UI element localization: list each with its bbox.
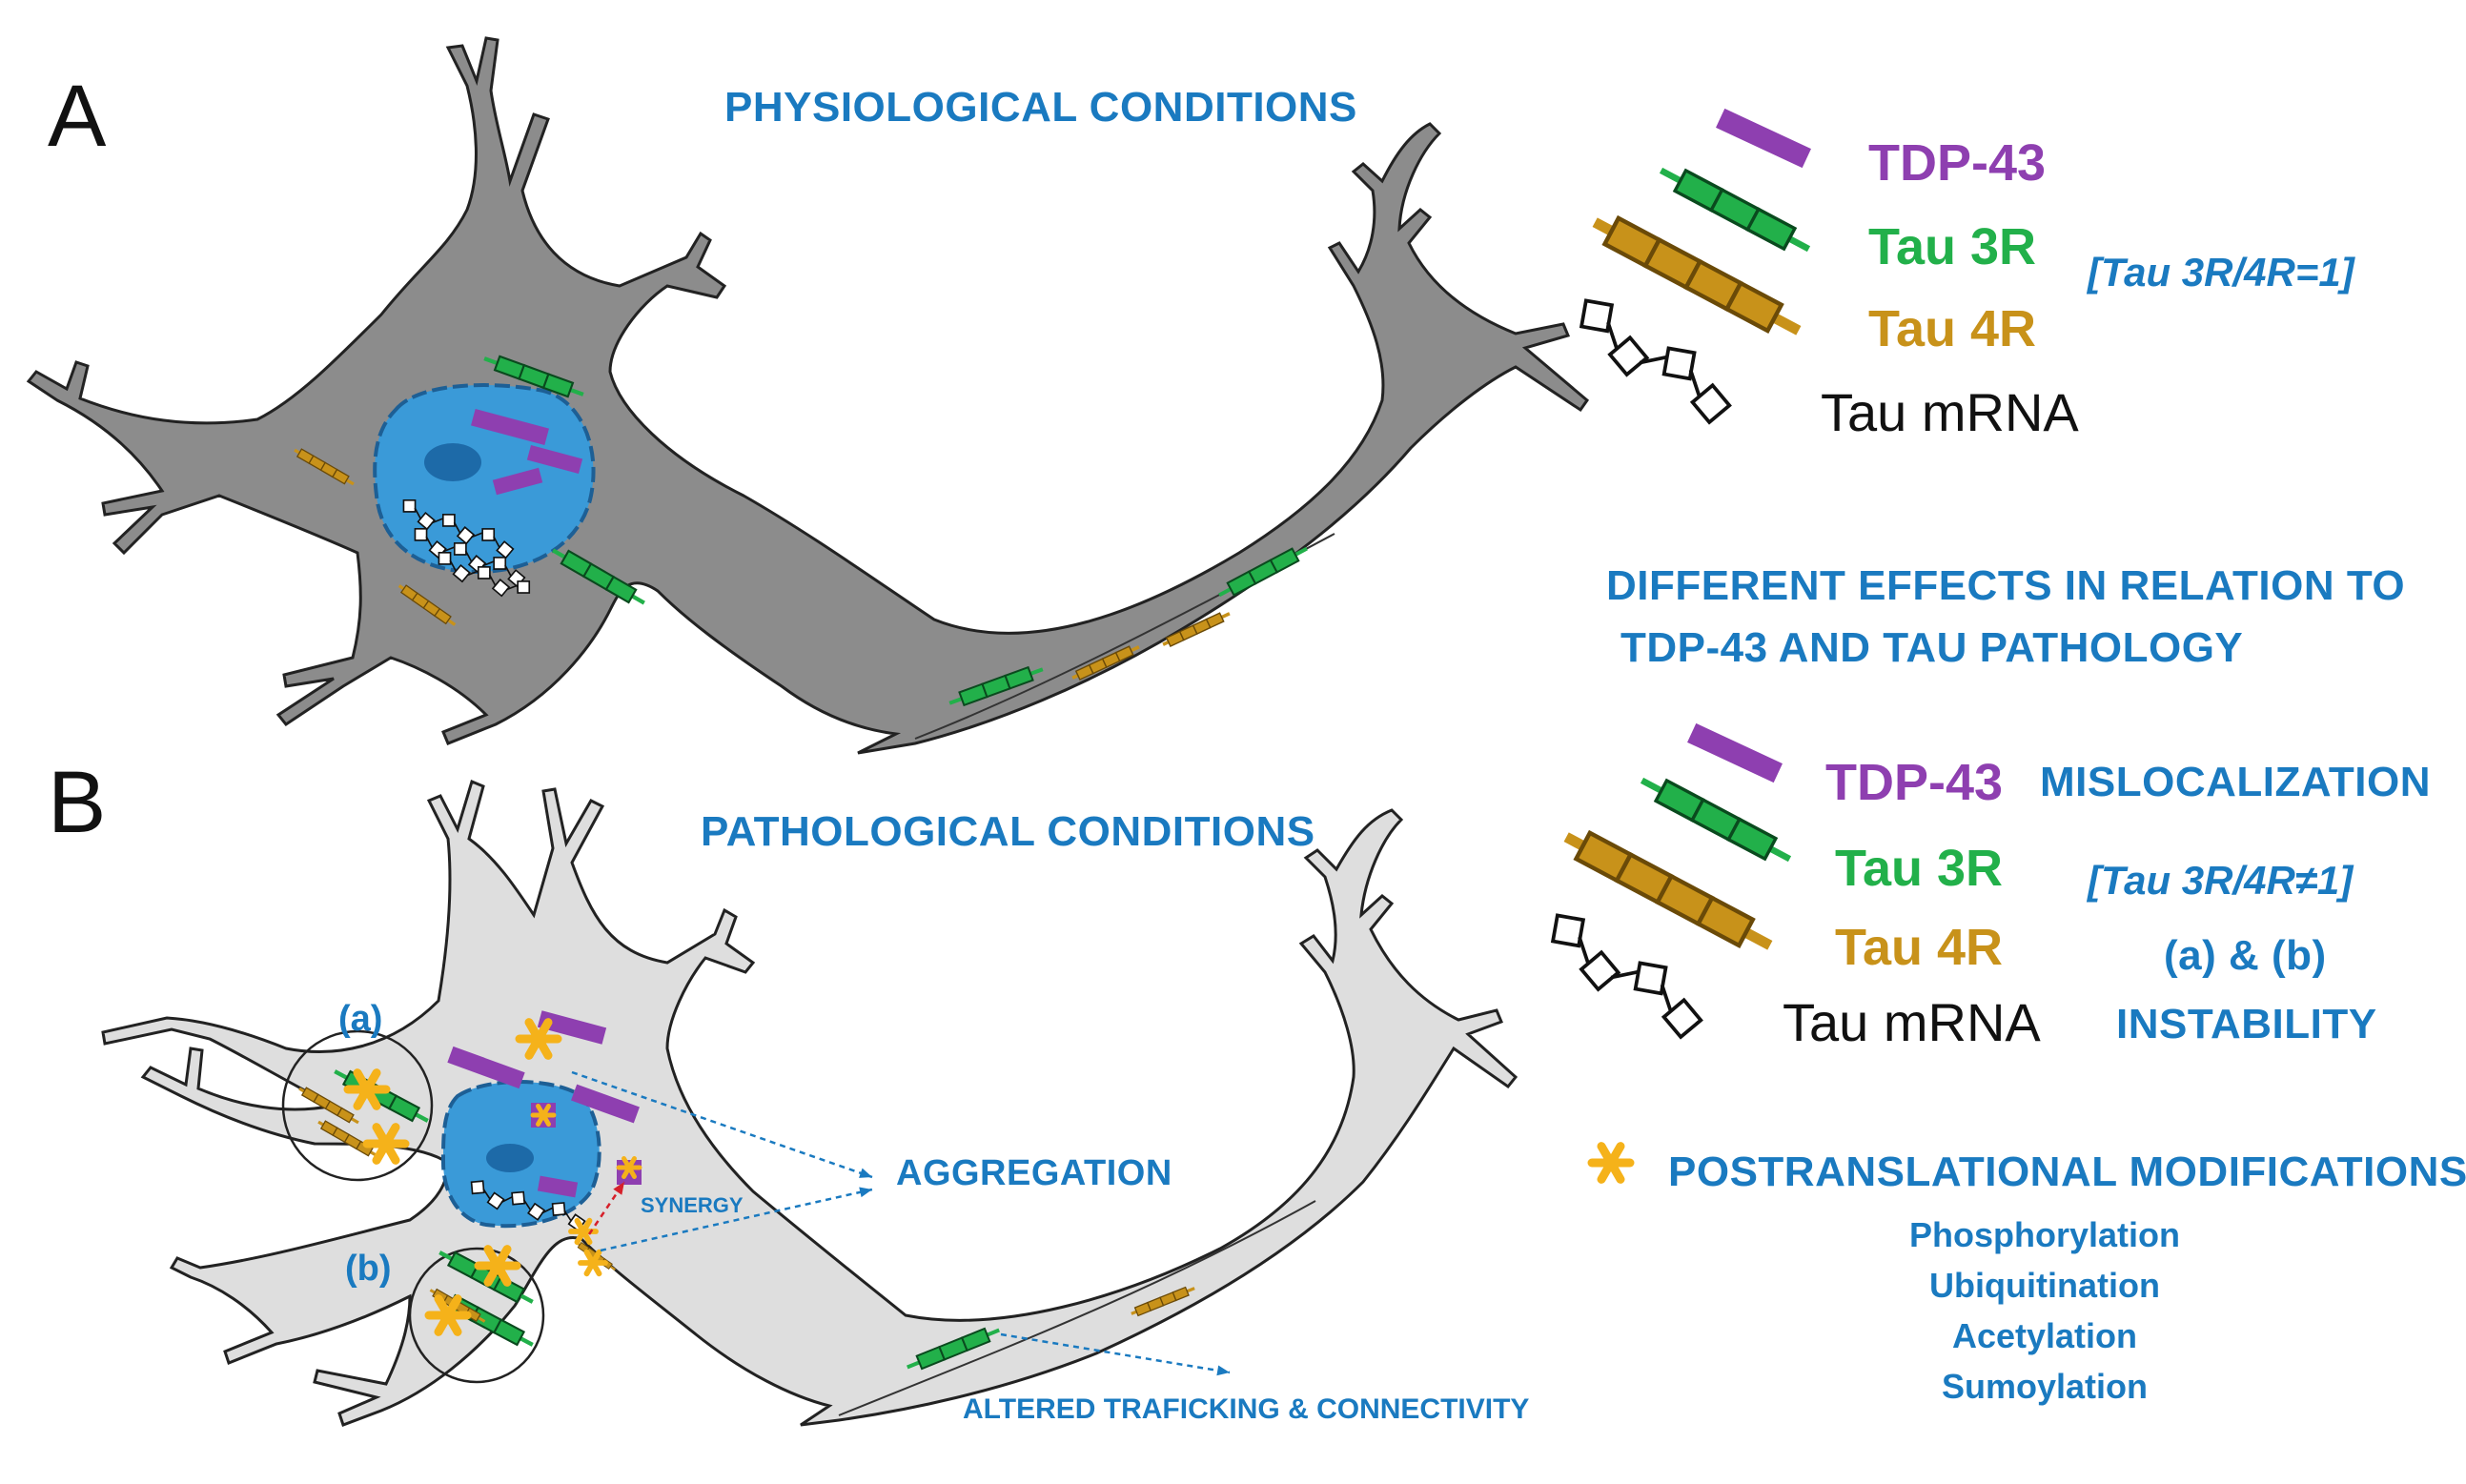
ptm-item-sumoylation: Sumoylation bbox=[1941, 1367, 2149, 1406]
ptm-item-ubiquitination: Ubiquitination bbox=[1929, 1266, 2160, 1305]
legend-a-ratio: [Tau 3R/4R=1] bbox=[2088, 250, 2354, 295]
neuron-b-star-7 bbox=[578, 1249, 608, 1277]
arrow-aggregation-2 bbox=[600, 1188, 873, 1252]
neuron-b-star-9 bbox=[424, 1294, 472, 1336]
legend-b-mislocalization: MISLOCALIZATION bbox=[2040, 759, 2431, 805]
arrow-aggregation-2-head bbox=[859, 1187, 872, 1198]
panel-a-letter: A bbox=[48, 68, 107, 165]
middle-heading-line2: TDP-43 AND TAU PATHOLOGY bbox=[1620, 624, 2244, 671]
legend-b-tau3r: Tau 3R bbox=[1835, 840, 2004, 897]
legend-b-tdp43: TDP-43 bbox=[1825, 754, 2004, 811]
neuron-b-tdp43-2 bbox=[537, 1010, 607, 1045]
legend-b-tdp43-glyph bbox=[1687, 722, 1783, 783]
legend-b-tau3r-glyph bbox=[1637, 770, 1795, 869]
neuron-b-star-3 bbox=[515, 1018, 562, 1060]
neuron-b-star-8 bbox=[474, 1245, 521, 1287]
neuron-a-tdp43-2 bbox=[526, 445, 583, 474]
legend-a-tdp43-glyph bbox=[1716, 108, 1811, 169]
panel-a-title: PHYSIOLOGICAL CONDITIONS bbox=[724, 84, 1357, 131]
neuron-b-star-5 bbox=[616, 1155, 642, 1180]
legend-b-ratio: [Tau 3R/4R≠1] bbox=[2088, 858, 2354, 903]
legend-a-mrna: Tau mRNA bbox=[1821, 382, 2079, 442]
neuron-b-star-2 bbox=[362, 1123, 410, 1165]
neuron-b-mrna-1 bbox=[470, 1180, 586, 1231]
legend-b-tau4r: Tau 4R bbox=[1835, 919, 2004, 976]
neuron-a-tdp43-3 bbox=[492, 467, 543, 496]
label-b: (b) bbox=[345, 1249, 392, 1289]
label-aggregation: AGGREGATION bbox=[896, 1153, 1172, 1193]
ptm-item-acetylation: Acetylation bbox=[1951, 1316, 2138, 1355]
label-a: (a) bbox=[338, 999, 383, 1039]
neuron-b-star-1 bbox=[343, 1068, 391, 1110]
ptm-title: POSTRANSLATIONAL MODIFICATIONS bbox=[1668, 1149, 2466, 1195]
circle-b bbox=[408, 1247, 545, 1384]
neuron-a-mrna-1 bbox=[402, 498, 515, 559]
middle-heading-line1: DIFFERENT EFFECTS IN RELATION TO bbox=[1606, 562, 2406, 609]
legend-b-instability: INSTABILITY bbox=[2116, 1001, 2377, 1047]
legend-a-mrna-glyph bbox=[1579, 298, 1732, 424]
legend-b-ab: (a) & (b) bbox=[2164, 932, 2327, 979]
neuron-a-mrna-3 bbox=[438, 551, 531, 598]
neuron-a-tdp43-1 bbox=[471, 408, 549, 446]
arrow-aggregation-1 bbox=[571, 1070, 873, 1179]
ptm-item-phosphorylation: Phosphorylation bbox=[1908, 1215, 2180, 1254]
label-synergy: SYNERGY bbox=[641, 1193, 744, 1217]
neuron-a-mrna-2 bbox=[414, 527, 526, 588]
arrow-trafficking-head bbox=[1216, 1365, 1230, 1376]
legend-a-tau4r: Tau 4R bbox=[1868, 300, 2037, 357]
panel-b-title: PATHOLOGICAL CONDITIONS bbox=[701, 808, 1315, 855]
panel-b-letter: B bbox=[48, 754, 107, 851]
neuron-b-tdp43-1 bbox=[447, 1046, 525, 1089]
legend-a-tau3r: Tau 3R bbox=[1868, 218, 2037, 275]
ptm-star-icon bbox=[1587, 1142, 1635, 1184]
neuron-b-star-4 bbox=[530, 1103, 557, 1128]
legend-b-mrna-glyph bbox=[1551, 913, 1703, 1039]
arrow-synergy-head bbox=[613, 1182, 624, 1195]
neuron-a bbox=[26, 36, 1590, 755]
legend-a-tdp43: TDP-43 bbox=[1868, 134, 2047, 192]
circle-a bbox=[281, 1029, 434, 1182]
arrow-trafficking bbox=[1000, 1332, 1231, 1374]
arrow-aggregation-1-head bbox=[859, 1168, 872, 1178]
dynamic-shapes bbox=[291, 108, 1814, 1376]
legend-a-tau3r-glyph bbox=[1656, 160, 1814, 259]
neuron-b-tdp43-3 bbox=[571, 1084, 640, 1124]
label-trafficking: ALTERED TRAFICKING & CONNECTIVITY bbox=[963, 1393, 1530, 1425]
neuron-b-tdp43-4 bbox=[537, 1175, 579, 1198]
legend-b-mrna: Tau mRNA bbox=[1783, 992, 2041, 1052]
